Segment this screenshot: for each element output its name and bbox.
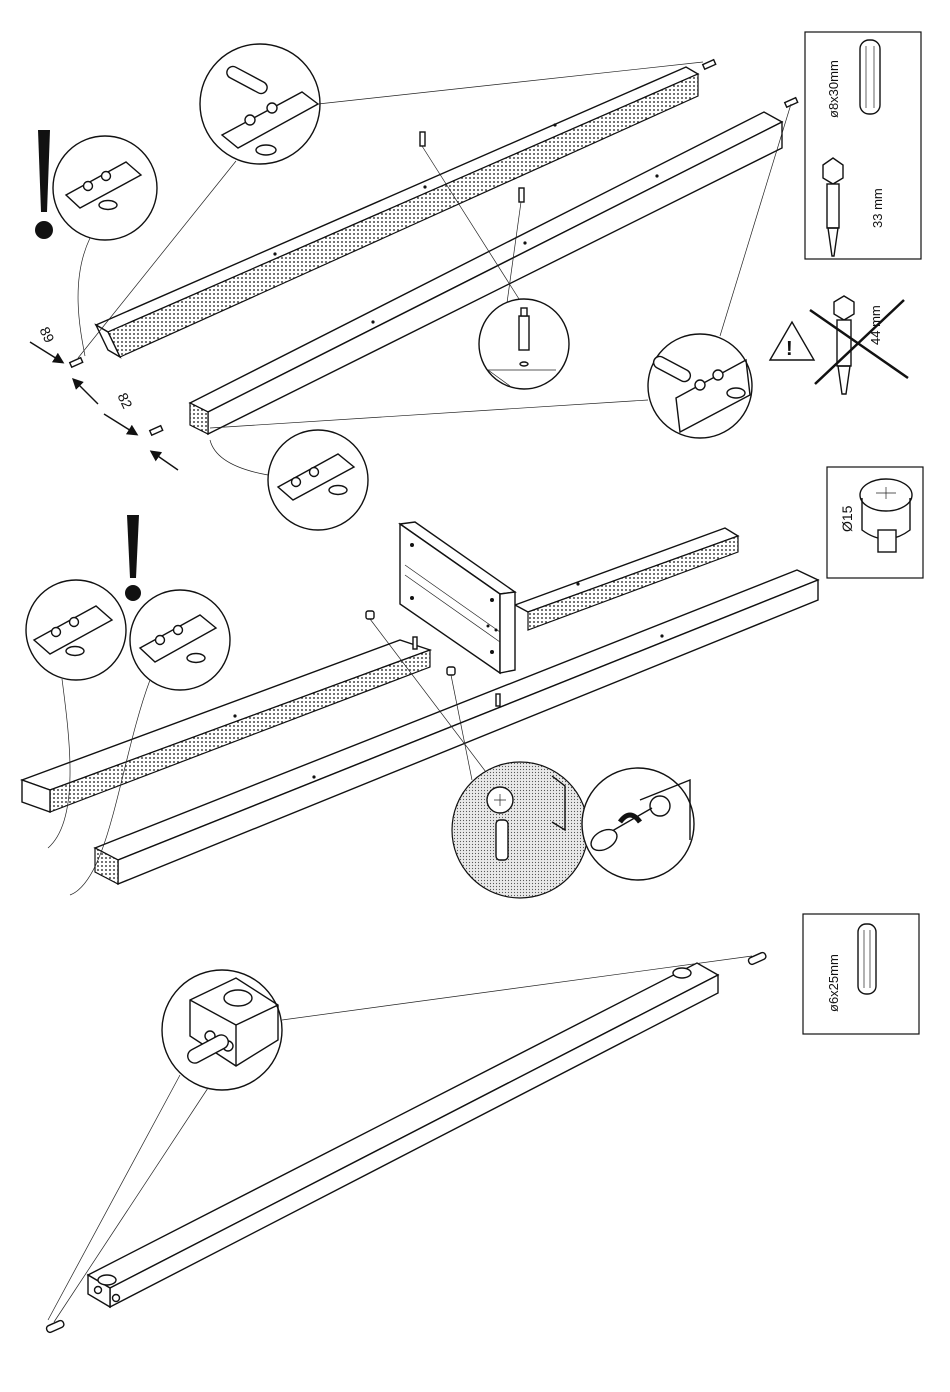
- dowel-icon: [860, 40, 880, 114]
- detail-circle-screwdriver: [582, 768, 694, 880]
- detail-circle-holes-3: [210, 430, 368, 530]
- parts-panel-cam: Ø15: [827, 467, 923, 578]
- warning-wrong-bolt: ! 44 mm: [770, 296, 908, 394]
- parts-panel-dowel-small: ø6x25mm: [803, 914, 919, 1034]
- warning-triangle-icon: !: [770, 322, 814, 360]
- dowel-small-size-label: ø6x25mm: [826, 954, 841, 1012]
- wrong-bolt-length-label: 44 mm: [868, 305, 883, 345]
- step-b-headboard-assembly: [22, 515, 818, 898]
- dimension-label-89: 89: [37, 324, 58, 345]
- parts-panel-dowel-bolt: ø8x30mm 33 mm: [805, 32, 921, 259]
- dowel-icon: [858, 924, 876, 994]
- dimension-first-rail: 89: [30, 324, 98, 404]
- bolt-size-label: 33 mm: [870, 188, 885, 228]
- dowel-size-label: ø8x30mm: [826, 60, 841, 118]
- step-a-side-rails: 89 82: [30, 44, 798, 530]
- bolt-icon: [834, 296, 854, 394]
- detail-circle-bolt: [479, 299, 569, 389]
- cam-size-label: Ø15: [839, 505, 855, 532]
- exclamation-icon: [35, 130, 53, 239]
- step-c-cross-rail: [46, 952, 767, 1334]
- cross-icon: [810, 300, 908, 384]
- svg-text:!: !: [786, 338, 793, 360]
- exclamation-icon: [125, 515, 141, 601]
- dimension-label-82: 82: [115, 390, 136, 411]
- dimension-second-rail: 82: [104, 390, 178, 470]
- detail-circle-cam-insert: [452, 762, 588, 898]
